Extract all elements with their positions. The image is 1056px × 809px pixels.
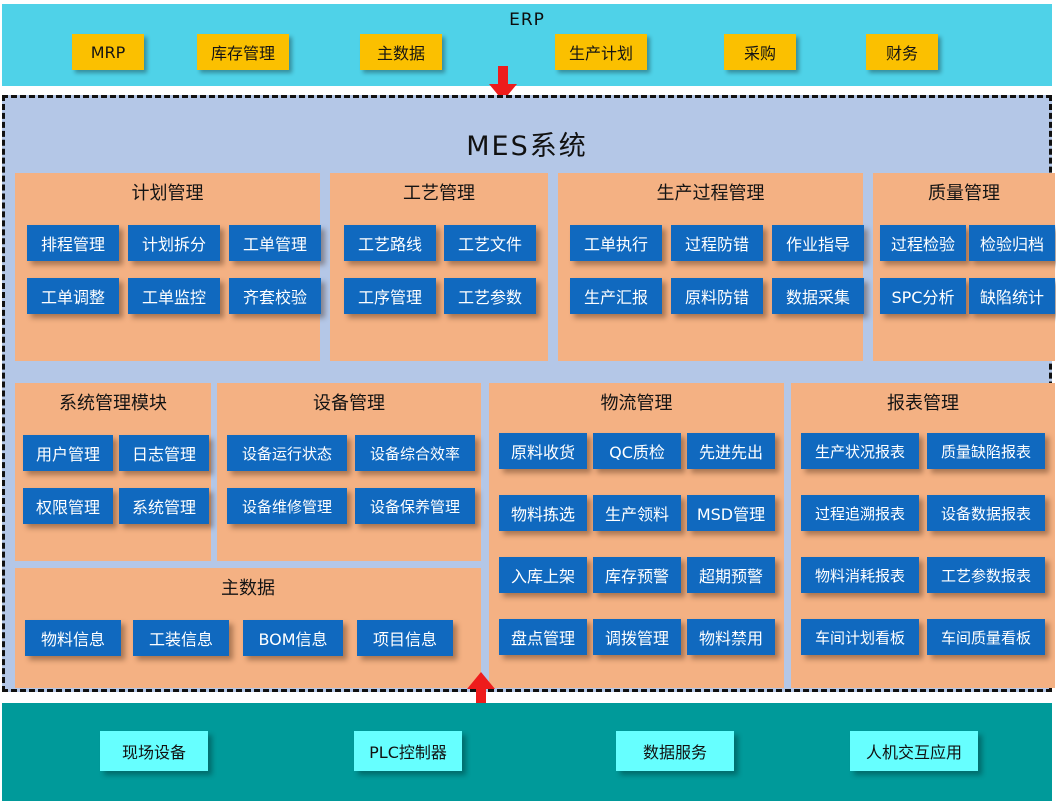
erp-module-chip[interactable]: 采购	[724, 34, 796, 70]
module-group-title: 报表管理	[887, 393, 959, 414]
module-group: 计划管理排程管理计划拆分工单管理工单调整工单监控齐套校验	[15, 173, 321, 361]
module-group: 系统管理模块用户管理日志管理权限管理系统管理	[15, 383, 211, 561]
erp-module-chip[interactable]: MRP	[72, 34, 144, 70]
module-group: 设备管理设备运行状态设备综合效率设备维修管理设备保养管理	[217, 383, 481, 561]
module-chip[interactable]: 质量缺陷报表	[927, 433, 1045, 469]
module-chip[interactable]: 检验归档	[969, 225, 1055, 261]
module-group: 生产过程管理工单执行过程防错作业指导生产汇报原料防错数据采集	[558, 173, 864, 361]
module-chip[interactable]: 数据采集	[772, 278, 864, 314]
erp-layer-band: ERP MRP 库存管理 主数据 生产计划 采购 财务	[2, 4, 1052, 86]
module-chip[interactable]: 设备保养管理	[355, 488, 475, 524]
module-chip[interactable]: 入库上架	[499, 557, 587, 593]
module-chip[interactable]: 生产汇报	[570, 278, 662, 314]
module-group-title: 质量管理	[928, 183, 1000, 204]
module-chip[interactable]: 项目信息	[357, 620, 453, 656]
module-chip[interactable]: 过程防错	[671, 225, 763, 261]
module-chip[interactable]: 物料拣选	[499, 495, 587, 531]
arrow-up-device-to-mes	[467, 672, 495, 707]
module-chip[interactable]: 工艺参数	[444, 278, 536, 314]
module-chip[interactable]: 作业指导	[772, 225, 864, 261]
module-chip[interactable]: 缺陷统计	[969, 278, 1055, 314]
module-chip[interactable]: 原料收货	[499, 433, 587, 469]
module-chip[interactable]: 过程检验	[880, 225, 966, 261]
module-chip[interactable]: 设备综合效率	[355, 435, 475, 471]
module-chip[interactable]: 工单管理	[229, 225, 321, 261]
module-chip[interactable]: 排程管理	[27, 225, 119, 261]
module-chip[interactable]: 权限管理	[23, 488, 113, 524]
module-chip[interactable]: 超期预警	[687, 557, 775, 593]
module-chip[interactable]: QC质检	[593, 433, 681, 469]
module-chip[interactable]: 计划拆分	[128, 225, 220, 261]
module-chip[interactable]: 用户管理	[23, 435, 113, 471]
module-chip[interactable]: 物料消耗报表	[801, 557, 919, 593]
module-group-title: 工艺管理	[403, 183, 475, 204]
module-chip[interactable]: 物料禁用	[687, 619, 775, 655]
module-chip[interactable]: 设备维修管理	[227, 488, 347, 524]
device-chip[interactable]: PLC控制器	[354, 731, 462, 771]
module-chip[interactable]: 系统管理	[119, 488, 209, 524]
module-group: 报表管理生产状况报表质量缺陷报表过程追溯报表设备数据报表物料消耗报表工艺参数报表…	[791, 383, 1055, 688]
module-chip[interactable]: 日志管理	[119, 435, 209, 471]
device-chip[interactable]: 现场设备	[100, 731, 208, 771]
module-group-title: 设备管理	[313, 393, 385, 414]
module-chip[interactable]: 工单监控	[128, 278, 220, 314]
mes-system-container: MES系统 计划管理排程管理计划拆分工单管理工单调整工单监控齐套校验工艺管理工艺…	[2, 95, 1055, 692]
mes-system-title: MES系统	[466, 131, 588, 162]
module-chip[interactable]: 工单调整	[27, 278, 119, 314]
erp-module-chip[interactable]: 财务	[866, 34, 938, 70]
module-group: 主数据物料信息工装信息 BOM信息项目信息	[15, 568, 481, 688]
module-chip[interactable]: 先进先出	[687, 433, 775, 469]
module-chip[interactable]: 生产领料	[593, 495, 681, 531]
erp-module-chip[interactable]: 主数据	[360, 34, 442, 70]
module-chip[interactable]: 工单执行	[570, 225, 662, 261]
module-chip[interactable]: 工序管理	[344, 278, 436, 314]
module-chip[interactable]: 物料信息	[25, 620, 121, 656]
erp-layer-title: ERP	[509, 10, 545, 30]
module-chip[interactable]: 设备运行状态	[227, 435, 347, 471]
module-chip[interactable]: 工装信息	[133, 620, 229, 656]
device-chip[interactable]: 人机交互应用	[850, 731, 978, 771]
module-chip[interactable]: 原料防错	[671, 278, 763, 314]
module-chip[interactable]: 工艺参数报表	[927, 557, 1045, 593]
module-chip[interactable]: 工艺文件	[444, 225, 536, 261]
module-group-title: 生产过程管理	[656, 183, 765, 204]
module-chip[interactable]: 工艺路线	[344, 225, 436, 261]
module-group-title: 主数据	[221, 578, 275, 599]
module-chip[interactable]: 盘点管理	[499, 619, 587, 655]
erp-module-chip[interactable]: 库存管理	[197, 34, 289, 70]
module-chip[interactable]: 生产状况报表	[801, 433, 919, 469]
module-chip[interactable]: 车间质量看板	[927, 619, 1045, 655]
arrow-down-erp-to-mes	[489, 66, 517, 101]
module-chip[interactable]: 库存预警	[593, 557, 681, 593]
module-chip[interactable]: 调拨管理	[593, 619, 681, 655]
device-layer-band: 现场设备 PLC控制器 数据服务 人机交互应用	[2, 703, 1052, 801]
module-group-title: 物流管理	[600, 393, 673, 414]
module-chip[interactable]: 设备数据报表	[927, 495, 1045, 531]
module-group-title: 系统管理模块	[59, 393, 167, 414]
module-chip[interactable]: SPC分析	[880, 278, 966, 314]
module-chip[interactable]: BOM信息	[243, 620, 343, 656]
module-chip[interactable]: 过程追溯报表	[801, 495, 919, 531]
erp-module-chip[interactable]: 生产计划	[555, 34, 647, 70]
module-group-title: 计划管理	[131, 183, 204, 204]
module-chip[interactable]: 齐套校验	[229, 278, 321, 314]
device-chip[interactable]: 数据服务	[616, 731, 734, 771]
module-chip[interactable]: 车间计划看板	[801, 619, 919, 655]
module-chip[interactable]: MSD管理	[687, 495, 775, 531]
module-group: 工艺管理工艺路线工艺文件工序管理工艺参数	[330, 173, 548, 361]
